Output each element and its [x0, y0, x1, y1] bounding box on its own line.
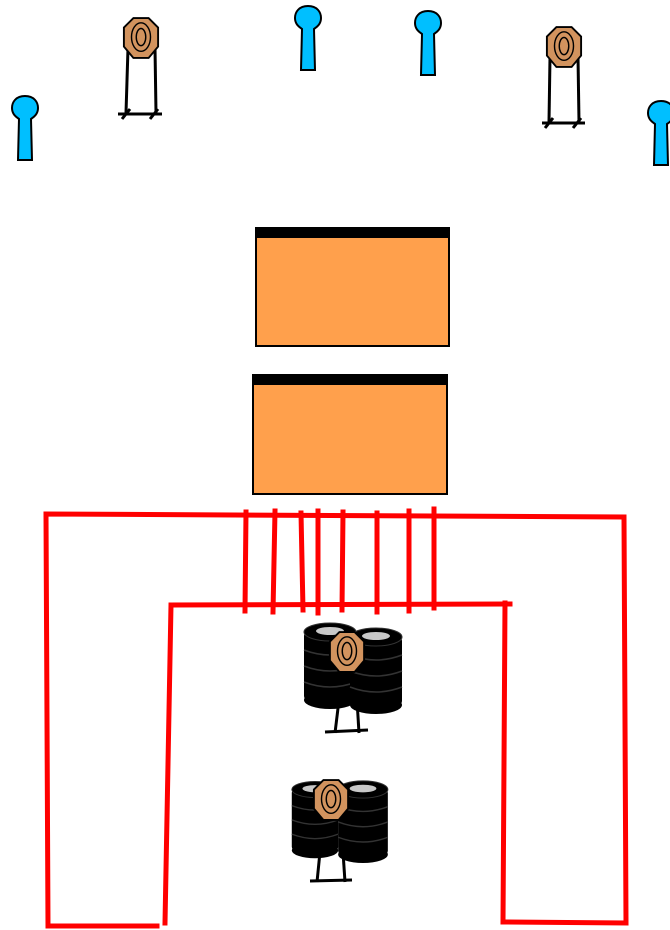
steel-plate-target-icon — [542, 26, 585, 129]
fault-line — [43, 506, 629, 929]
tire-stack-icon — [291, 779, 389, 883]
tire-stack-icon — [303, 622, 403, 734]
popper-target-icon — [11, 95, 39, 161]
popper-target-icon — [294, 5, 322, 71]
popper-target-icon — [647, 100, 670, 166]
popper-target-icon — [414, 10, 442, 76]
steel-plate-target-icon — [118, 17, 162, 120]
barricade-wall-icon — [252, 374, 448, 495]
barricade-wall-icon — [255, 227, 450, 347]
